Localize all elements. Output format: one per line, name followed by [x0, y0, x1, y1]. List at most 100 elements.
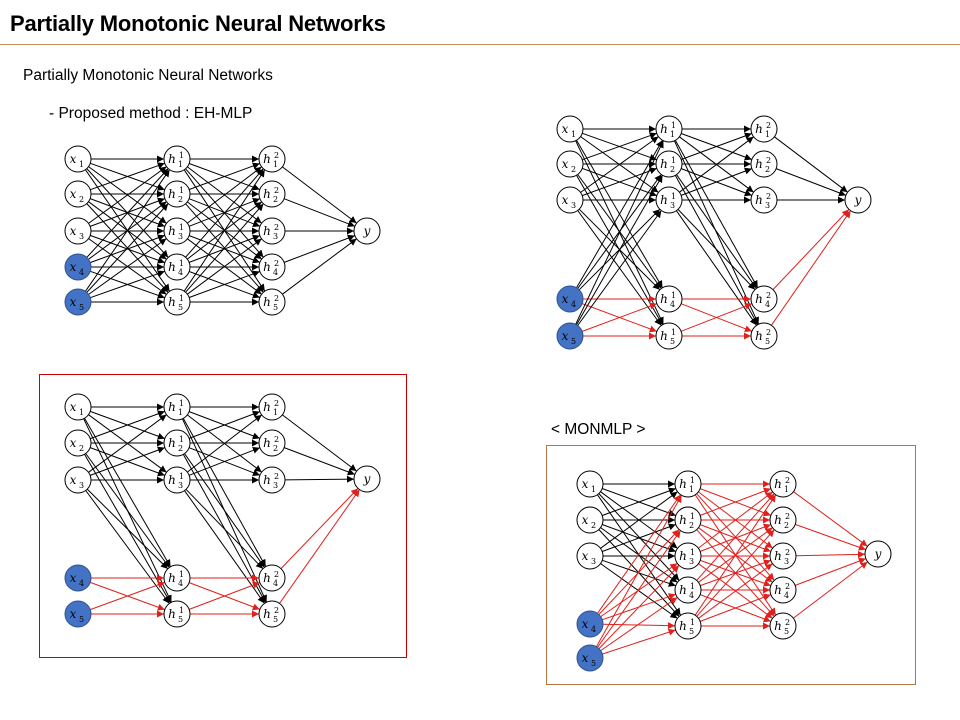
- eh-mlp-dense-hidden1-node-4-label: h: [168, 260, 176, 274]
- eh-mlp-split-top-right-hidden2-node-1-sub: 1: [765, 130, 770, 139]
- monmlp-edge-in5-h13: [598, 565, 680, 649]
- eh-mlp-dense-edge-h14-h23: [189, 234, 260, 263]
- monmlp-hidden1-node-5-sup: 1: [690, 618, 695, 627]
- eh-mlp-dense-hidden2-node-3-sub: 3: [273, 232, 278, 241]
- eh-mlp-dense-edge-h22-y: [283, 198, 356, 228]
- eh-mlp-dense-hidden1-node-2-label: h: [168, 187, 176, 201]
- eh-mlp-split-top-right-hidden2-node-3-sub: 3: [765, 201, 770, 210]
- eh-mlp-split-top-right-output-node: y: [844, 186, 872, 214]
- eh-mlp-split-bottom-left-output-node: y: [353, 465, 381, 493]
- eh-mlp-dense-hidden1-node-1-label: h: [168, 152, 176, 166]
- monmlp-edge-h13-h21: [698, 491, 773, 549]
- monmlp-hidden2-node-4-sup: 2: [785, 582, 790, 591]
- eh-mlp-dense-hidden1-node-3-sup: 1: [179, 223, 184, 232]
- monmlp-hidden1-node-5-label: h: [679, 619, 687, 633]
- eh-mlp-split-bottom-left-input-node-1-label: x: [70, 400, 77, 414]
- eh-mlp-split-top-right-edge-h22-y: [775, 168, 847, 197]
- proposed-method-bullet: - Proposed method : EH-MLP: [49, 105, 253, 122]
- monmlp-input-node-3-label: x: [582, 549, 589, 563]
- eh-mlp-split-bottom-left-edge-in3-h15: [85, 490, 170, 604]
- monmlp-edge-h22-y: [795, 523, 866, 551]
- monmlp-input-node-4-sub: 4: [591, 625, 596, 634]
- eh-mlp-split-bottom-left-hidden1-node-5-circle: [163, 600, 191, 628]
- eh-mlp-dense-edge-h15-h24: [189, 270, 260, 298]
- eh-mlp-dense-hidden2-node-5-label: h: [263, 295, 271, 309]
- eh-mlp-split-bottom-left-hidden1-node-2-sup: 1: [179, 435, 184, 444]
- eh-mlp-dense-hidden1-node-3-circle: [163, 217, 191, 245]
- eh-mlp-split-top-right-input-node-2-label: x: [562, 157, 569, 171]
- eh-mlp-dense-output-node-label: y: [363, 224, 371, 238]
- eh-mlp-split-bottom-left-edge-h15-h24: [189, 581, 260, 610]
- eh-mlp-split-bottom-left-edge-in3-h11: [88, 414, 167, 473]
- eh-mlp-split-bottom-left-hidden2-node-2-sub: 2: [273, 444, 278, 453]
- monmlp-hidden1-node-4-sup: 1: [690, 582, 695, 591]
- eh-mlp-split-top-right-hidden1-node-3-sup: 1: [671, 192, 676, 201]
- eh-mlp-dense-edge-in4-h13: [90, 234, 165, 264]
- eh-mlp-split-bottom-left-hidden1-node-2-sub: 2: [178, 444, 183, 453]
- eh-mlp-split-top-right-input-node-2-sub: 2: [571, 165, 576, 174]
- title-divider: [0, 44, 960, 45]
- monmlp-input-node-4-label: x: [582, 617, 589, 631]
- eh-mlp-dense-edge-h25-y: [282, 238, 357, 295]
- eh-mlp-split-bottom-left-hidden2-node-3-label: h: [263, 473, 271, 487]
- eh-mlp-split-top-right-edge-in5-h11: [575, 140, 664, 325]
- monmlp-edge-h15-h23: [698, 563, 773, 619]
- eh-mlp-dense-hidden2-node-1-circle: [258, 145, 286, 173]
- eh-mlp-split-bottom-left-edge-h13-h25: [184, 490, 265, 604]
- monmlp-edge-in4-h13: [600, 562, 678, 618]
- eh-mlp-split-top-right-edge-in5-h13: [577, 210, 662, 326]
- eh-mlp-dense-input-node-2-sub: 2: [79, 195, 84, 204]
- monmlp-hidden2-node-1-sup: 2: [785, 476, 790, 485]
- eh-mlp-split-bottom-left-hidden1-node-5-sub: 5: [178, 615, 183, 624]
- monmlp-edge-h15-h21: [694, 494, 777, 616]
- monmlp-hidden1-node-4-sub: 4: [689, 591, 694, 600]
- eh-mlp-split-top-right-hidden1-node-2-sup: 1: [671, 156, 676, 165]
- eh-mlp-dense-hidden1-node-1-sup: 1: [179, 151, 184, 160]
- monmlp-hidden2-node-2-circle: [769, 506, 797, 534]
- eh-mlp-split-top-right-hidden2-node-5-sup: 2: [766, 328, 771, 337]
- eh-mlp-split-top-right-edge-h24-y: [772, 209, 850, 290]
- eh-mlp-split-top-right-input-node-1-label: x: [562, 122, 569, 136]
- eh-mlp-split-top-right-hidden2-node-3-label: h: [755, 193, 763, 207]
- eh-mlp-split-top-right-edge-h13-h24: [677, 209, 756, 290]
- eh-mlp-split-top-right-edge-h12-h21: [681, 132, 752, 160]
- eh-mlp-dense-hidden1-node-2-sub: 2: [178, 195, 183, 204]
- monmlp-edge-in5-h11: [595, 495, 683, 647]
- monmlp-hidden2-node-3-sup: 2: [785, 548, 790, 557]
- eh-mlp-dense-edge-h13-h21: [187, 166, 262, 224]
- monmlp-input-node-1-sub: 1: [591, 485, 596, 494]
- monmlp-input-node-5-circle: [576, 644, 604, 672]
- eh-mlp-split-top-right-hidden2-node-2-circle: [750, 150, 778, 178]
- eh-mlp-split-bottom-left-edge-h13-h22: [188, 446, 261, 476]
- eh-mlp-split-bottom-left-hidden2-node-4-sub: 4: [273, 579, 278, 588]
- eh-mlp-dense-hidden2-node-4-sub: 4: [273, 268, 278, 277]
- monmlp-hidden1-node-2-circle: [674, 506, 702, 534]
- eh-mlp-split-top-right-hidden1-node-2-circle: [655, 150, 683, 178]
- eh-mlp-split-bottom-left-hidden1-node-2-label: h: [168, 436, 176, 450]
- slide-title: Partially Monotonic Neural Networks: [10, 11, 386, 36]
- eh-mlp-dense-input-node-5-sub: 5: [79, 303, 84, 312]
- eh-mlp-split-bottom-left-input-node-5-label: x: [70, 607, 77, 621]
- eh-mlp-split-top-right-hidden1-node-4-sub: 4: [670, 300, 675, 309]
- eh-mlp-split-bottom-left-input-node-4-label: x: [70, 571, 77, 585]
- eh-mlp-split-bottom-left-hidden2-node-5-circle: [258, 600, 286, 628]
- eh-mlp-dense-hidden2-node-1-sup: 2: [274, 151, 279, 160]
- monmlp-edge-in3-h11: [600, 491, 678, 549]
- eh-mlp-split-bottom-left-edge-h22-y: [284, 447, 355, 476]
